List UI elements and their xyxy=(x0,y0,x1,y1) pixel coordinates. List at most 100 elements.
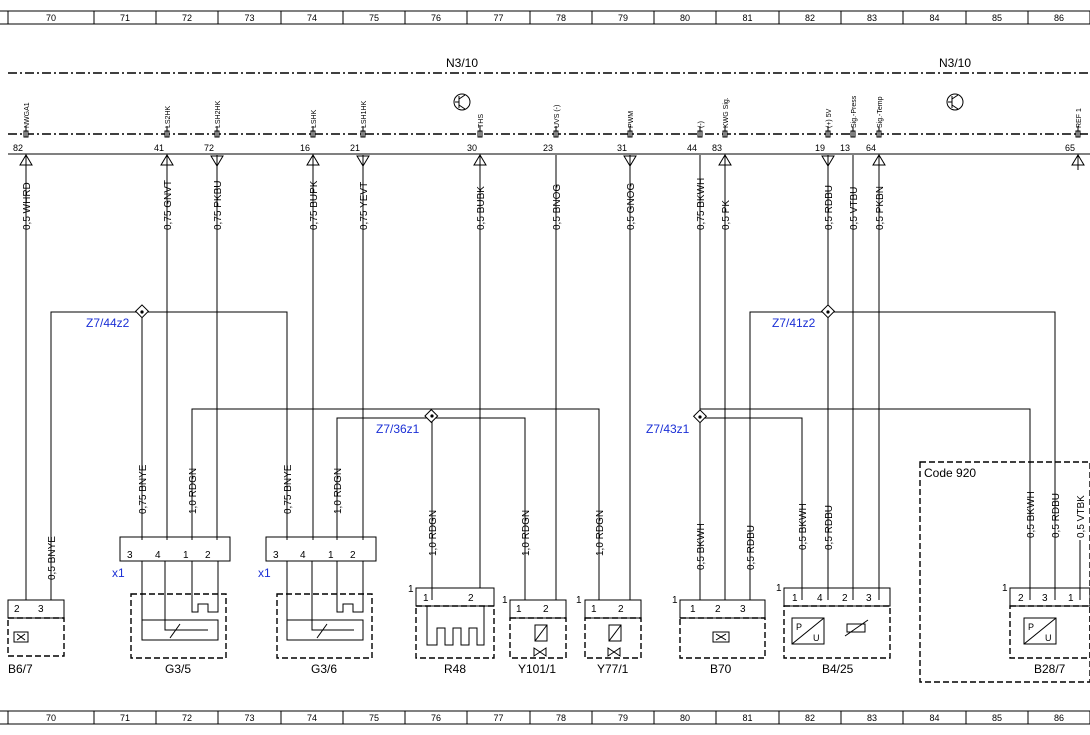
pin-signal-name: LSH1HK xyxy=(361,100,368,128)
grid-number: 74 xyxy=(307,713,317,723)
svg-text:3: 3 xyxy=(273,550,279,561)
wire-label: 1,0 RDGN xyxy=(595,510,606,556)
grid-number: 75 xyxy=(369,713,379,723)
grid-number: 72 xyxy=(182,713,192,723)
wire-label: 0,75 YEVT xyxy=(359,182,370,230)
splice-label: Z7/41z2 xyxy=(772,316,816,330)
pin-signal-name: REF 1 xyxy=(1076,108,1083,128)
svg-text:1: 1 xyxy=(672,595,678,606)
svg-text:P: P xyxy=(1028,622,1034,632)
connector-x1: 3 4 1 2 xyxy=(119,536,231,562)
grid-number: 79 xyxy=(618,13,628,23)
wire-label: 0,75 GNVT xyxy=(163,180,174,230)
splice-network-left xyxy=(50,311,600,600)
wire: 0,5 WHRD xyxy=(22,155,33,600)
pin-signal-name: KWG Sig. xyxy=(723,97,730,128)
pin-number: 31 xyxy=(617,143,627,153)
splice-point xyxy=(692,409,708,424)
wire-label: 0,5 BNYE xyxy=(47,536,58,580)
pin-signal-name: Sig.-Press xyxy=(851,95,858,128)
transistor-icon xyxy=(453,93,471,111)
wire-label: 0,75 PKBU xyxy=(213,181,224,230)
component-label: Y77/1 xyxy=(597,662,629,676)
svg-text:2: 2 xyxy=(543,604,549,615)
svg-text:4: 4 xyxy=(300,550,306,561)
component-g3-5: G3/5 xyxy=(130,561,227,676)
grid-number: 74 xyxy=(307,13,317,23)
component-b6-7: 2 3 B6/7 xyxy=(7,599,65,676)
svg-text:1: 1 xyxy=(576,595,582,606)
svg-text:U: U xyxy=(1045,633,1052,643)
svg-text:2: 2 xyxy=(618,604,624,615)
pin-number: 21 xyxy=(350,143,360,153)
pin-number: 82 xyxy=(13,143,23,153)
pin-number: 16 xyxy=(300,143,310,153)
module-pin: 13 Sig.-Press xyxy=(840,95,858,153)
pin-number: 30 xyxy=(467,143,477,153)
wire: 0,75 PKBU xyxy=(213,155,224,540)
module-pin: 41 LS2HK xyxy=(154,105,174,166)
connector-label: x1 xyxy=(112,566,125,580)
pin-signal-name: PWM xyxy=(628,111,635,128)
pin-number: 19 xyxy=(815,143,825,153)
grid-number: 71 xyxy=(120,13,130,23)
wire-label: 1,0 RDGN xyxy=(188,468,199,514)
svg-text:1: 1 xyxy=(776,583,782,594)
wire: 0,75 BKWH xyxy=(696,155,707,600)
svg-text:2: 2 xyxy=(350,550,356,561)
grid-number: 80 xyxy=(680,713,690,723)
grid-number: 84 xyxy=(929,13,939,23)
code-label: Code 920 xyxy=(924,466,976,480)
svg-text:1: 1 xyxy=(591,604,597,615)
pin-signal-name: LS2HK xyxy=(165,105,172,128)
component-label: G3/5 xyxy=(165,662,191,676)
wire: 0,75 YEVT xyxy=(359,155,370,540)
grid-number: 77 xyxy=(493,713,503,723)
component-label: B4/25 xyxy=(822,662,854,676)
grid-number: 85 xyxy=(992,13,1002,23)
code-920-box xyxy=(919,461,1090,683)
pin-number: 64 xyxy=(866,143,876,153)
wire-label: 0,5 RDBU xyxy=(746,525,757,570)
wire-label: 0,5 VTBK xyxy=(1076,495,1087,538)
pin-number: 44 xyxy=(687,143,697,153)
connector-label: x1 xyxy=(258,566,271,580)
component-b70: 1 1 2 3 B70 xyxy=(672,595,766,676)
pin-number: 41 xyxy=(154,143,164,153)
svg-text:1: 1 xyxy=(516,604,522,615)
wire-label: 0,5 PK xyxy=(721,200,732,230)
grid-number: 76 xyxy=(431,713,441,723)
wire: 0,5 PK xyxy=(721,155,732,600)
wire: 0,5 GNOG xyxy=(626,155,637,600)
module-pin: 19(+) 5V xyxy=(815,108,835,167)
grid-number: 83 xyxy=(867,713,877,723)
component-label: G3/6 xyxy=(311,662,337,676)
grid-number: 86 xyxy=(1054,713,1064,723)
svg-text:3: 3 xyxy=(38,604,44,615)
wire: 0,75 BUPK xyxy=(309,155,320,540)
svg-text:2: 2 xyxy=(205,550,211,561)
pin-number: 13 xyxy=(840,143,850,153)
wire-label: 0,5 BNOG xyxy=(552,184,563,230)
pin-number: 83 xyxy=(712,143,722,153)
svg-text:1: 1 xyxy=(328,550,334,561)
grid-number: 78 xyxy=(556,13,566,23)
wire-label: 0,5 WHRD xyxy=(22,182,33,230)
module-pin: 23 UVS (-) xyxy=(543,105,561,153)
module-label-right: N3/10 xyxy=(939,56,971,70)
grid-number: 73 xyxy=(244,713,254,723)
svg-text:4: 4 xyxy=(817,593,823,604)
pin-signal-name: UVS (-) xyxy=(554,105,561,128)
wire-label: 0,5 RDBU xyxy=(824,505,835,550)
component-b4-25: 1 1 4 2 3 P U B4/25 xyxy=(776,583,891,676)
grid-number: 80 xyxy=(680,13,690,23)
pin-number: 23 xyxy=(543,143,553,153)
svg-text:1: 1 xyxy=(690,604,696,615)
grid-number: 75 xyxy=(369,13,379,23)
svg-text:1: 1 xyxy=(1002,583,1008,594)
svg-text:2: 2 xyxy=(715,604,721,615)
pin-number: 65 xyxy=(1065,143,1075,153)
